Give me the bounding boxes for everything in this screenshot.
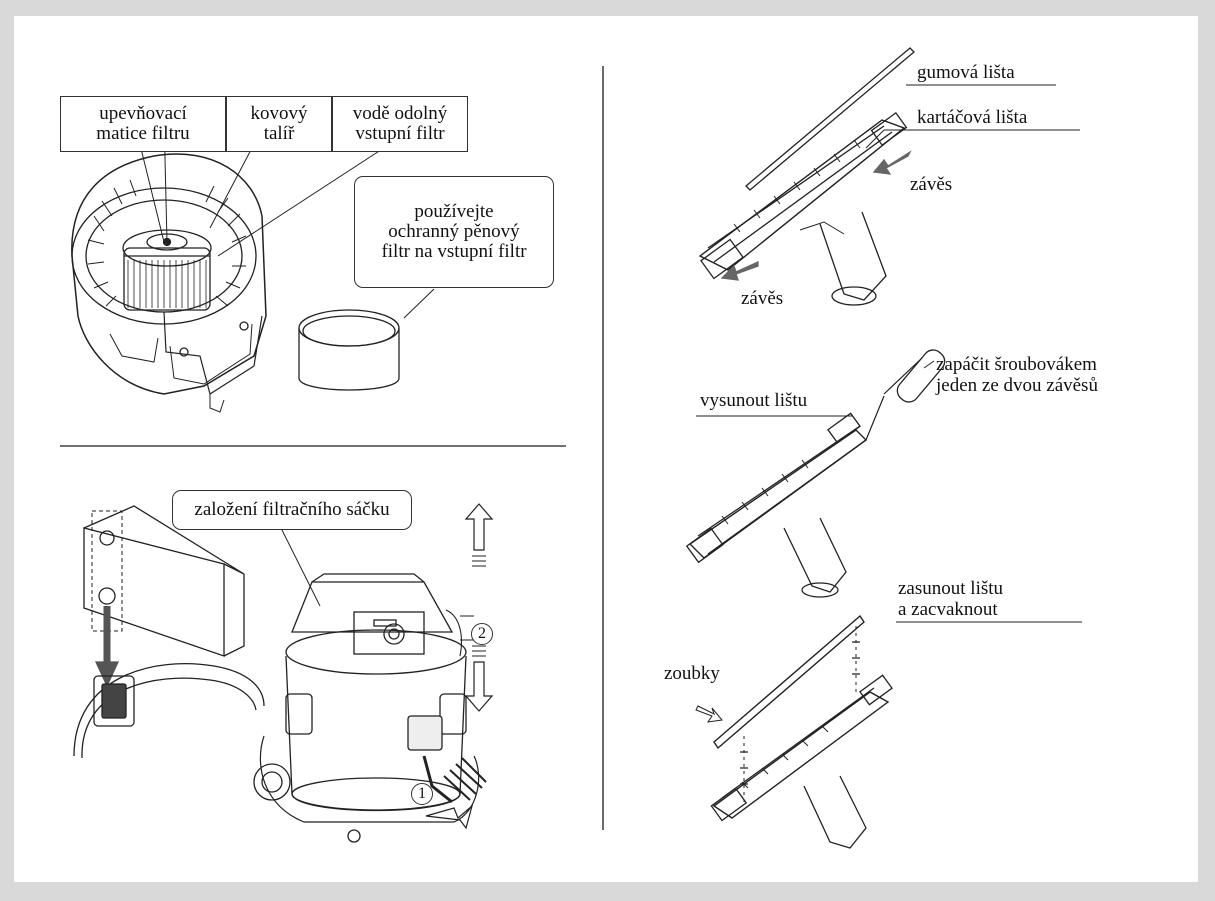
instruction-page: upevňovací matice filtru kovový talíř vo… <box>14 16 1198 882</box>
filter-bag-label: založení filtračního sáčku <box>194 499 390 520</box>
label-underlines <box>696 84 1082 623</box>
inlet-filter-label: vodě odolný vstupní filtr <box>352 103 448 144</box>
foam-filter-ring-drawing <box>298 309 400 391</box>
filter-bag-insert-drawing <box>73 505 265 759</box>
bag-leader-line <box>279 525 321 607</box>
step-2-label: 2 <box>471 623 493 645</box>
teeth-label: zoubky <box>664 663 720 684</box>
brush-strip-label: kartáčová lišta <box>917 107 1028 128</box>
slide-out-label: vysunout lištu <box>700 390 808 411</box>
step-arrows-drawing <box>425 503 494 830</box>
insert-strip-label: zasunout lištu a zacvaknout <box>898 578 1004 620</box>
brush-nozzle-drawing <box>698 111 908 306</box>
vacuum-body-drawing <box>253 573 487 843</box>
filter-bag-label-box: založení filtračního sáčku <box>172 490 412 530</box>
motor-head-drawing <box>71 153 267 413</box>
metal-plate-label-box: kovový talíř <box>226 96 332 152</box>
foam-filter-label: používejte ochranný pěnový filtr na vstu… <box>381 201 527 262</box>
rubber-strip-drawing <box>745 47 915 191</box>
inlet-filter-label-box: vodě odolný vstupní filtr <box>332 96 468 152</box>
screwdriver-label: zapáčit šroubovákem jeden ze dvou závěsů <box>936 354 1098 396</box>
filter-nut-label-box: upevňovací matice filtru <box>60 96 226 152</box>
illustration-canvas <box>60 47 1082 849</box>
metal-plate-label: kovový talíř <box>250 103 308 144</box>
hinge-bottom-label: závěs <box>741 288 784 309</box>
hinge-top-label: závěs <box>910 174 953 195</box>
filter-nut-label: upevňovací matice filtru <box>96 103 190 144</box>
step-1-label: 1 <box>411 783 433 805</box>
right-leader-lines <box>865 129 935 369</box>
hinge-arrows-drawing <box>720 150 912 281</box>
nozzle-insertion-drawing <box>695 614 893 849</box>
foam-filter-label-box: používejte ochranný pěnový filtr na vstu… <box>354 176 554 288</box>
nozzle-removal-drawing <box>685 349 946 598</box>
rubber-strip-label: gumová lišta <box>917 62 1015 83</box>
